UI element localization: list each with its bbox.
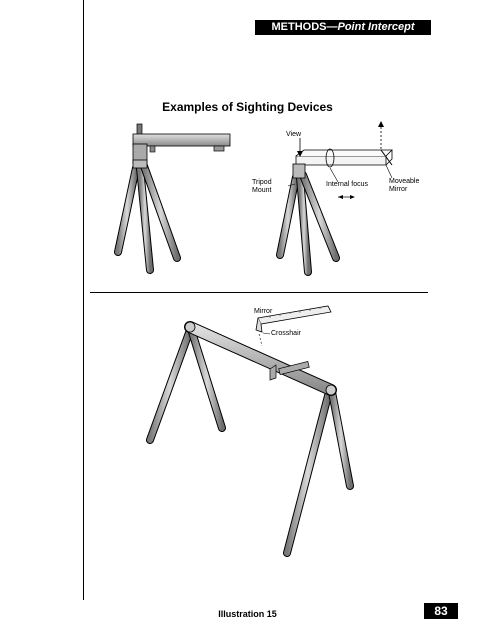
label-mount: Mount	[252, 187, 272, 194]
label-tripod: Tripod	[252, 179, 272, 186]
a-frame-device	[146, 305, 354, 557]
left-margin-rule	[83, 0, 84, 600]
label-mirror: Mirror	[254, 308, 273, 315]
header-dash: —	[326, 21, 338, 33]
label-moveable: Moveable	[389, 178, 420, 185]
label-internal-focus: Internal focus	[326, 181, 369, 188]
header-topic: Point Intercept	[337, 21, 415, 33]
tripod-device-left	[114, 123, 231, 274]
header-section: METHODS	[271, 21, 327, 33]
section-divider	[90, 292, 428, 293]
illustration-caption: Illustration 15	[218, 609, 277, 619]
label-mirror-top: Mirror	[389, 186, 408, 193]
label-crosshair: Crosshair	[271, 330, 301, 337]
page-number: 83	[424, 603, 458, 619]
label-view: View	[286, 131, 302, 138]
running-header: METHODS—Point Intercept	[255, 20, 431, 35]
figure-title: Examples of Sighting Devices	[162, 100, 333, 114]
tripod-device-right	[276, 121, 393, 276]
